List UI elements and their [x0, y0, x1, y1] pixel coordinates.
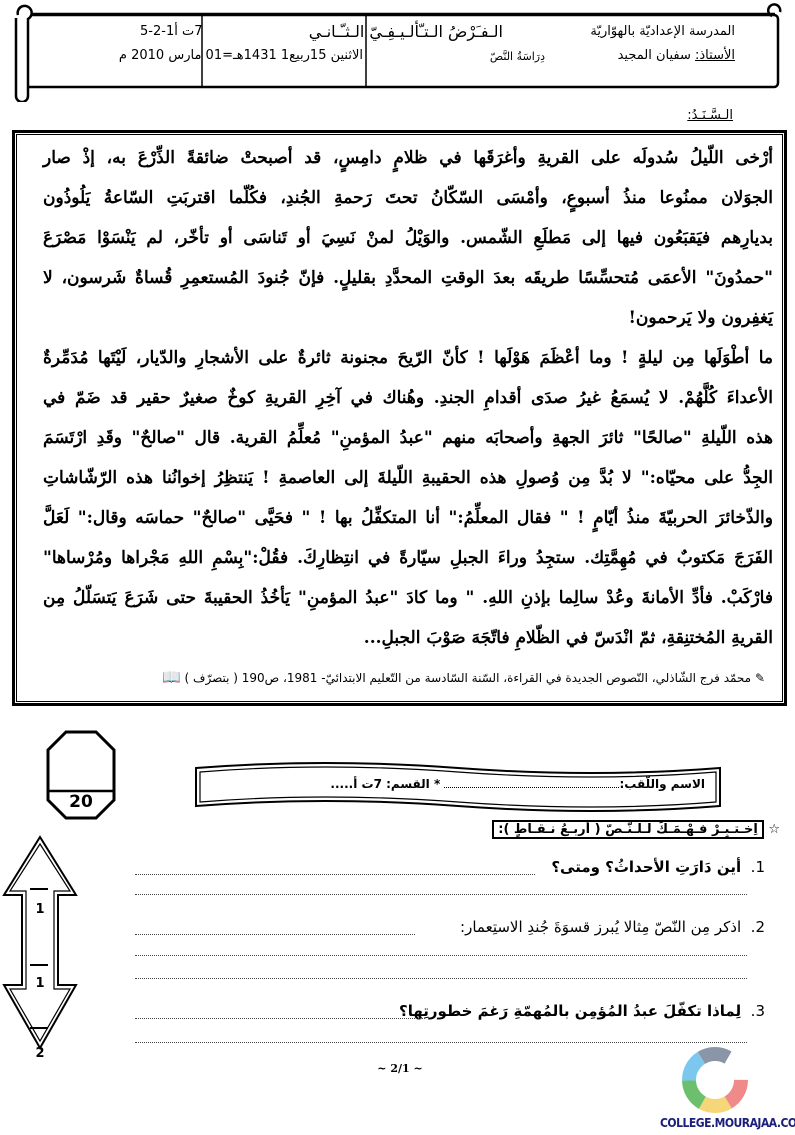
- passage-line: "حمدُونَ" الأعمَى مُتحسِّسًا طريقَه بعدَ…: [43, 268, 773, 288]
- points-q1: 1: [35, 902, 45, 917]
- octagon-score-box: [46, 730, 116, 820]
- question-number: 2.: [750, 918, 765, 936]
- teacher: الأستاذ: سفيان المجيد: [618, 48, 735, 63]
- school-name: المدرسة الإعداديّة بالهوّاريّة: [590, 24, 735, 39]
- answer-line[interactable]: [135, 874, 535, 875]
- answer-line[interactable]: [135, 978, 747, 979]
- answer-line[interactable]: [135, 894, 747, 895]
- passage-line: فارْكَبْ. فأدِّ الأمانةَ وعُدْ سالِما بإ…: [43, 588, 773, 608]
- exam-date: الاثنين 15ربيع1 1431هـ=01 مارس 2010 م: [118, 48, 363, 63]
- question-number: 3.: [750, 1002, 765, 1020]
- student-info: الاسم واللّقب: * القسم: 7ت أ.....: [330, 777, 705, 791]
- question-text: اذكر مِن النّصّ مِثالا يُبرز قسوَةَ جُند…: [460, 918, 742, 936]
- passage-line: أرْخى اللّيلُ سُدولَه على القريةِ وأغرَق…: [43, 148, 773, 168]
- passage-line: القريةِ المُختنِقةِ، ثمّ انْدَسّ في الظّ…: [363, 628, 773, 648]
- question-2: 2. اذكر مِن النّصّ مِثالا يُبرز قسوَةَ ج…: [460, 918, 765, 936]
- question-number: 1.: [750, 858, 765, 876]
- star-icon: ☆: [768, 822, 780, 837]
- points-q3: 2: [35, 1046, 45, 1061]
- watermark: COLLEGE.MOURAJAA.COM: [660, 1116, 795, 1130]
- name-label: الاسم واللّقب:: [619, 777, 705, 791]
- answer-line[interactable]: [135, 934, 415, 935]
- answer-line[interactable]: [135, 1042, 747, 1043]
- passage-box: [12, 130, 787, 706]
- site-logo-icon: [682, 1047, 748, 1113]
- passage-line: الفَرَجَ مَكتوبٌ في مُهِمَّتِك. ستجِدُ و…: [43, 548, 773, 568]
- book-icon: 📖: [162, 668, 181, 686]
- passage-line: يَغفِرون ولا يَرحمون!: [628, 308, 773, 328]
- teacher-label: الأستاذ:: [695, 48, 735, 63]
- question-text: لِماذا تكفّلَ عبدُ المُؤمِن بالمُهمّةِ ر…: [399, 1002, 742, 1020]
- arrow-score-icon: [2, 835, 78, 1051]
- comprehension-heading: ☆ اِخـتـبِـرْ فـهْـمَـكَ لـلـنّـصّ ( أرب…: [492, 820, 780, 839]
- source-citation: ✎ محمّد فرج الشّاذلي، النّصوص الجديدة في…: [162, 668, 765, 686]
- class-code: 7ت أ1-2-5: [140, 24, 203, 39]
- comprehension-title: اِخـتـبِـرْ فـهْـمَـكَ لـلـنّـصّ ( أربـع…: [492, 820, 764, 839]
- passage-line: الجِدُّ على محيّاه:" لا بُدَّ مِن وُصولِ…: [43, 468, 773, 488]
- passage-line: الجوَلان ممنُوعا منذُ أسبوعٍ، وأمْسَى ال…: [43, 188, 773, 208]
- class-label: * القسم: 7ت أ: [353, 777, 441, 791]
- points-q2: 1: [35, 976, 45, 991]
- answer-line[interactable]: [135, 955, 747, 956]
- passage-line: ما أطْوَلَها مِن ليلةٍ ! وما أعْظَمَ هَو…: [43, 348, 773, 368]
- source-text: محمّد فرج الشّاذلي، النّصوص الجديدة في ا…: [184, 671, 752, 685]
- score-total: 20: [69, 792, 93, 812]
- section-label: الـسَّـنَـدُ:: [687, 108, 733, 123]
- exam-title: الـفـَرْضُ الـتـّألـيـفِـيّ الـثـّـانـي: [308, 22, 503, 41]
- subject: دِرَاسَةُ النَّصّ: [489, 50, 545, 63]
- question-1: 1. أين دَارَتِ الأحداثُ؟ ومتى؟: [551, 858, 765, 876]
- teacher-name: سفيان المجيد: [617, 48, 691, 63]
- scroll-banner-icon: [14, 3, 782, 102]
- name-input[interactable]: [444, 787, 620, 788]
- question-3: 3. لِماذا تكفّلَ عبدُ المُؤمِن بالمُهمّة…: [399, 1002, 765, 1020]
- passage-line: والذّخائرَ الحربيّةَ منذُ أيّامٍ ! " فقا…: [43, 508, 773, 528]
- question-text: أين دَارَتِ الأحداثُ؟ ومتى؟: [551, 858, 742, 876]
- passage-line: الأعداءَ كُلَّهُمْ. لا يُسمَعُ غيرُ صدَى…: [43, 388, 773, 408]
- page-number: ~ 2/1 ~: [377, 1062, 423, 1075]
- passage-line: بديارِهم فيَقبَعُون فيها إلى مَطلَعِ الش…: [43, 228, 773, 248]
- pencil-icon: ✎: [754, 671, 765, 685]
- answer-line[interactable]: [135, 1018, 425, 1019]
- class-input[interactable]: .....: [330, 777, 354, 791]
- passage-line: هذه اللّيلةِ "صالحًا" ثائرَ الجهةِ وأصحا…: [43, 428, 773, 448]
